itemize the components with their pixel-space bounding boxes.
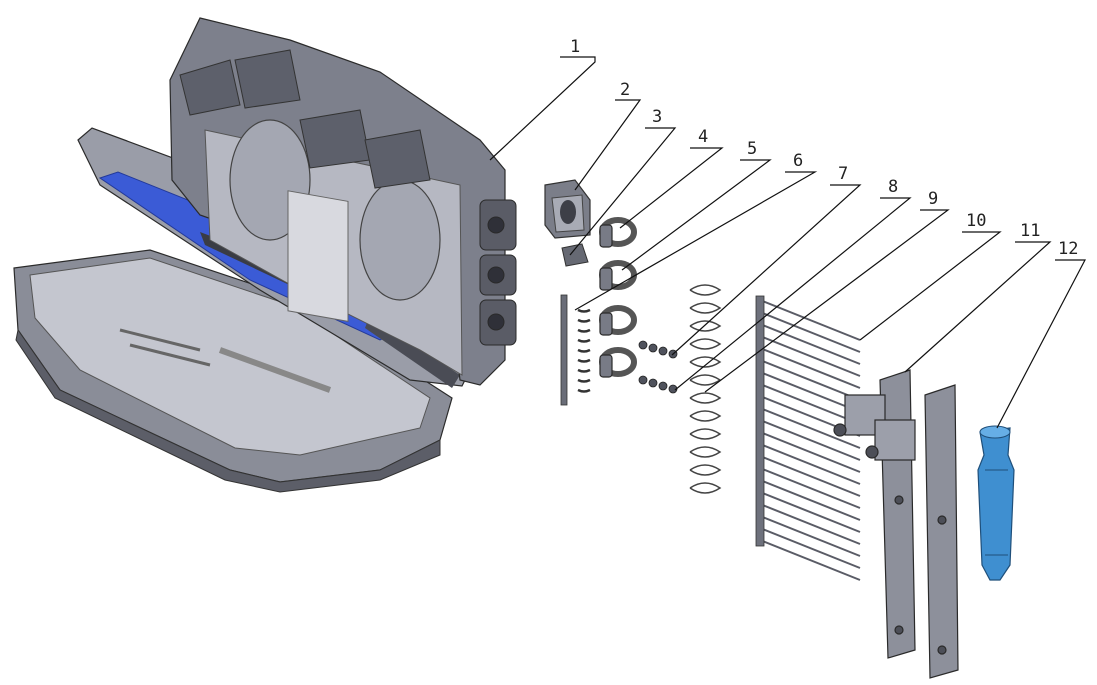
callout-3: 3 [652, 107, 662, 127]
part-12-connector [977, 425, 1015, 581]
part-3-pad [561, 243, 589, 267]
top-cable-clips [179, 49, 431, 189]
callout-labels: 1 2 3 4 5 6 7 8 9 10 11 12 [570, 37, 1078, 259]
part-4-5-clamps [599, 217, 637, 378]
callout-8: 8 [888, 177, 898, 197]
callout-2: 2 [620, 80, 630, 100]
part-11-mounting-brackets [833, 369, 959, 679]
part-1-enclosure [13, 17, 517, 493]
clamp-2 [599, 260, 637, 291]
cable-ties-head-strip [755, 295, 765, 547]
callout-7: 7 [838, 164, 848, 184]
callout-6: 6 [793, 151, 803, 171]
callout-1: 1 [570, 37, 580, 57]
part-6-rod-spring [560, 294, 591, 406]
clamp-4 [599, 347, 637, 378]
callout-5: 5 [747, 139, 757, 159]
side-cable-ports [479, 199, 517, 346]
callout-10: 10 [966, 211, 986, 231]
part-10-cable-ties [759, 299, 861, 581]
callout-11: 11 [1020, 221, 1040, 241]
clamp-3 [599, 305, 637, 336]
part-7-8-screws [638, 340, 678, 394]
splice-tray-right [359, 179, 441, 301]
clamp-1 [599, 217, 637, 248]
enclosure-base-rim [15, 328, 441, 493]
part-2-seal-block [544, 179, 591, 239]
part-9-wire-clips [689, 284, 722, 494]
callout-4: 4 [698, 127, 708, 147]
splice-tray-center-strip [287, 190, 349, 322]
callout-leaders [489, 56, 1086, 429]
callout-9: 9 [928, 189, 938, 209]
callout-12: 12 [1058, 239, 1078, 259]
